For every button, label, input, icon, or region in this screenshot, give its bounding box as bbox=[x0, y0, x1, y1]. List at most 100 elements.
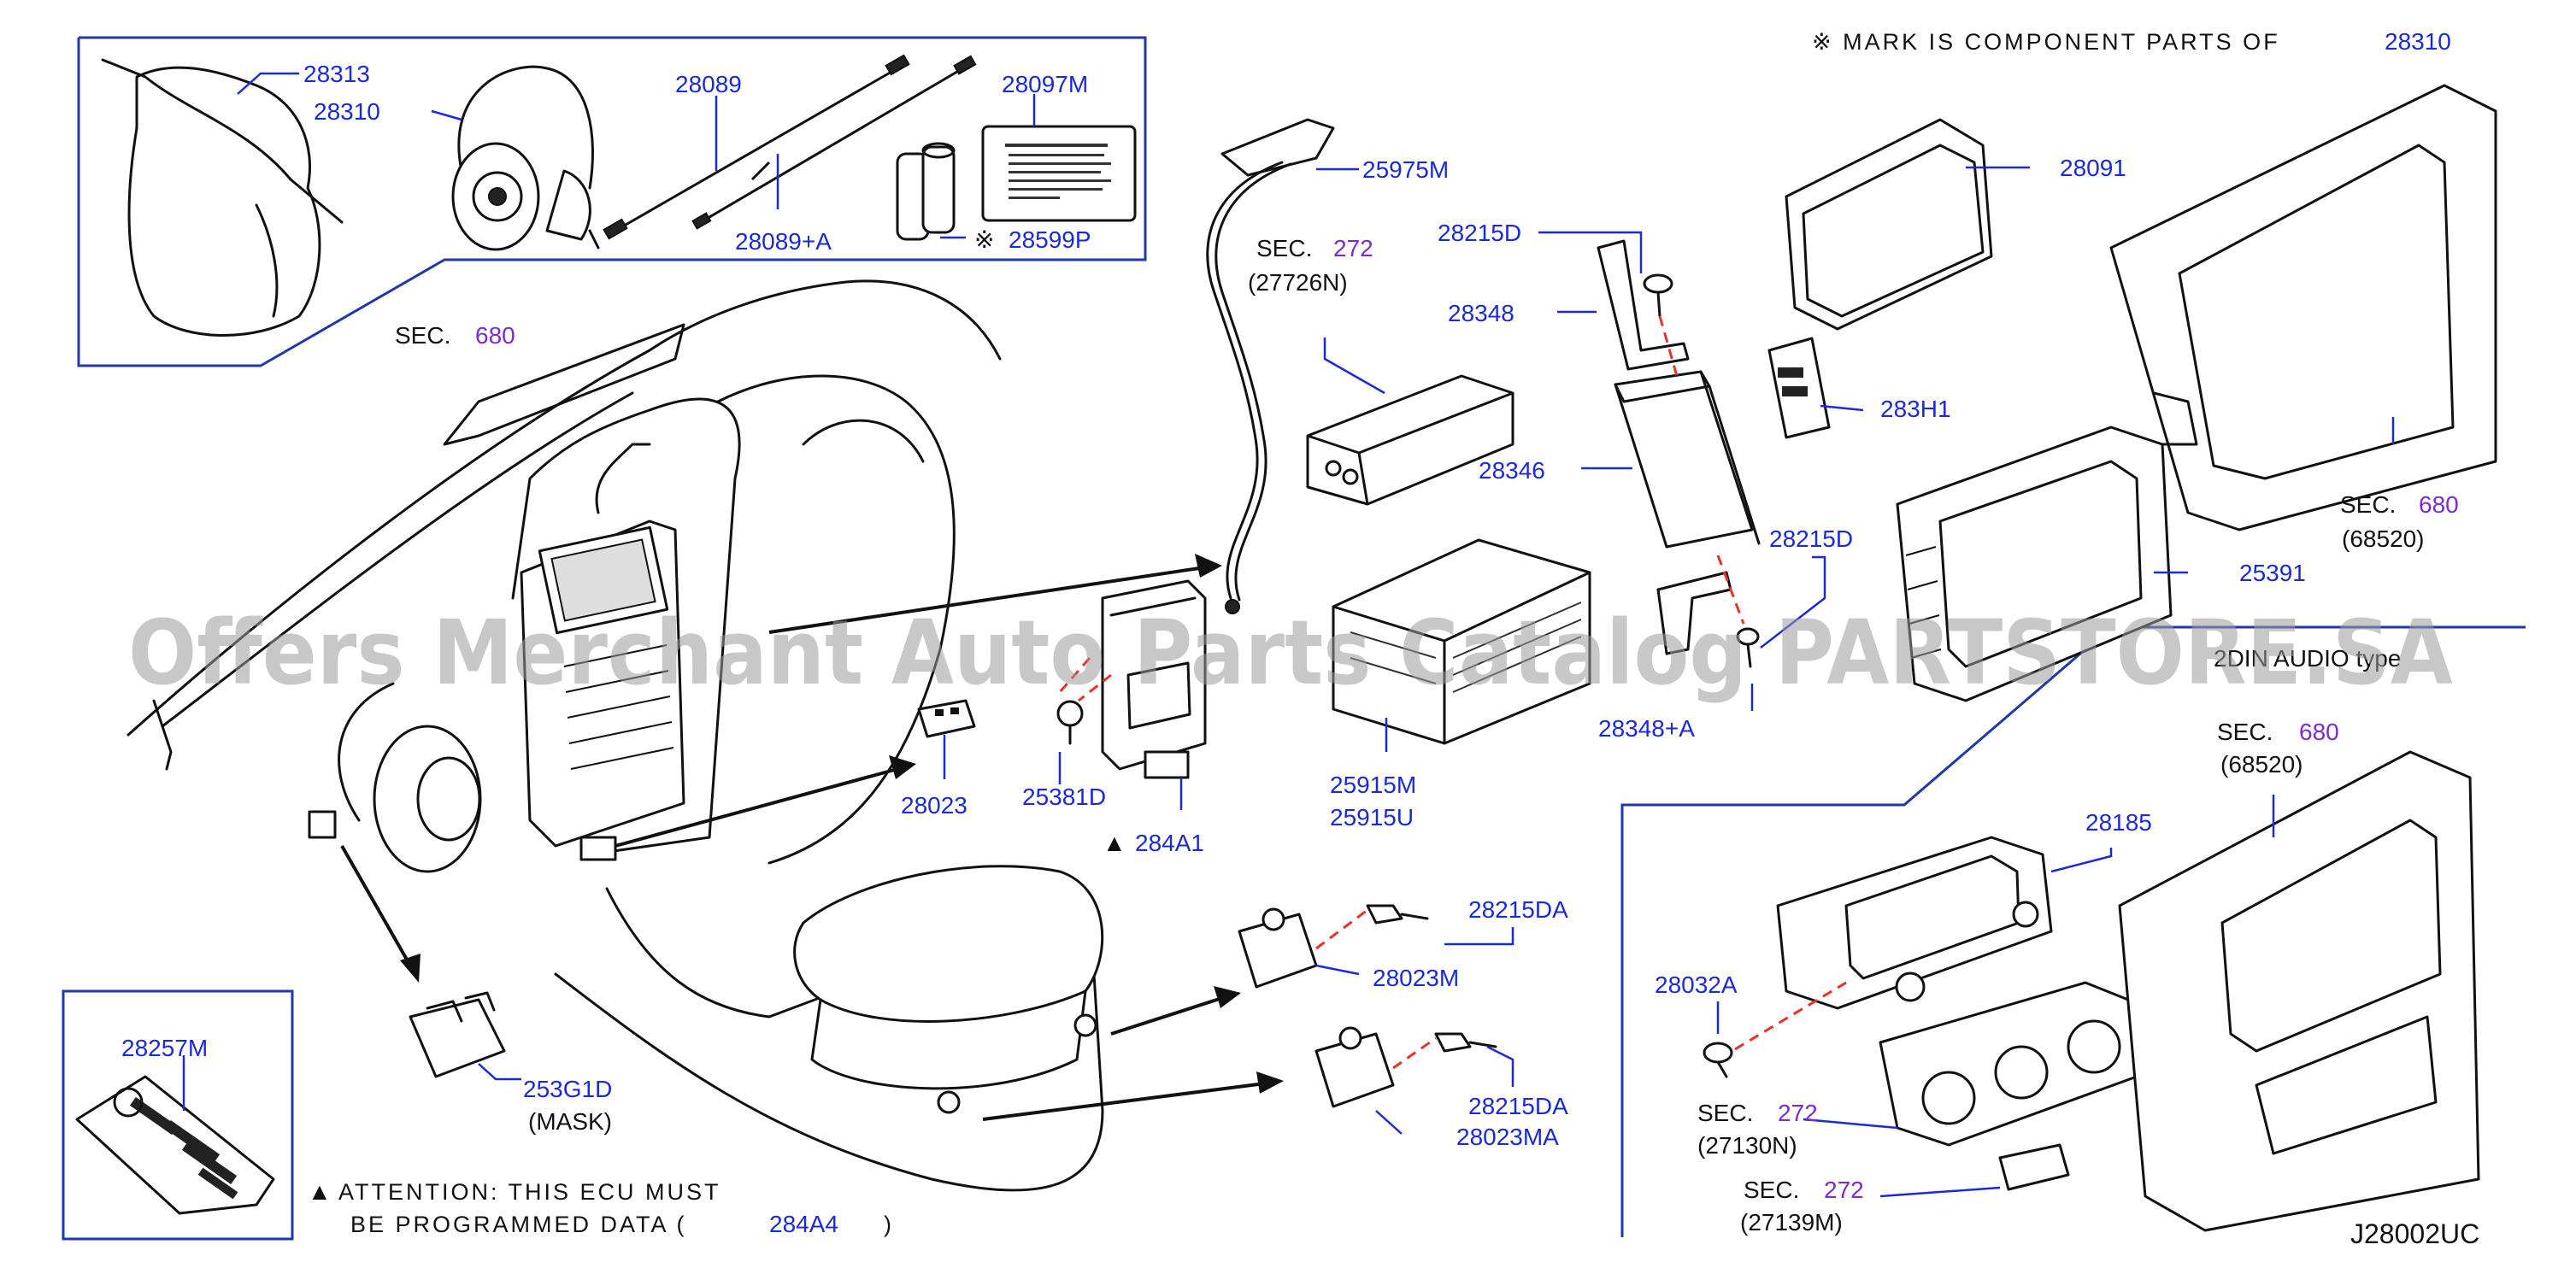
sec-subref: (68520) bbox=[2342, 525, 2425, 552]
part-label-28091[interactable]: 28091 bbox=[2060, 155, 2126, 181]
part-label-25915u[interactable]: 25915U bbox=[1330, 804, 1414, 831]
sec-subref: (68520) bbox=[2220, 751, 2303, 778]
attention-part[interactable]: 284A4 bbox=[769, 1211, 838, 1237]
diagram-code: J28002UC bbox=[2350, 1218, 2479, 1249]
2din-audio-frame bbox=[1620, 625, 2526, 1237]
screw-28215da-a-illustration bbox=[1366, 904, 1429, 925]
header-note-text: ※ MARK IS COMPONENT PARTS OF bbox=[1812, 29, 2280, 55]
screw-28032a-illustration bbox=[1703, 1042, 1733, 1078]
header-note-part: 28310 bbox=[2385, 28, 2451, 55]
display-28091-illustration bbox=[1785, 118, 1993, 331]
attention-symbol: ▲ bbox=[308, 1178, 332, 1205]
part-label-28023[interactable]: 28023 bbox=[901, 792, 967, 819]
part-label-25391[interactable]: 25391 bbox=[2239, 560, 2306, 586]
part-label-28257m[interactable]: 28257M bbox=[121, 1035, 208, 1061]
label-sticker-illustration bbox=[981, 125, 1137, 222]
pointer-arrows bbox=[340, 554, 1284, 1121]
remote-frame bbox=[62, 989, 294, 1241]
storage-bag-illustration bbox=[101, 58, 344, 337]
clip-illustration bbox=[308, 810, 337, 839]
attention-note: ▲ ATTENTION: THIS ECU MUST BE PROGRAMMED… bbox=[308, 1178, 894, 1237]
sec-ref-272-switch[interactable]: SEC. 272 (27139M) bbox=[1740, 1177, 1864, 1236]
screw-28215d-mid-illustration bbox=[1736, 627, 1760, 668]
sec-subref: (27726N) bbox=[1248, 269, 1348, 296]
screw-28215da-b-illustration bbox=[1434, 1032, 1497, 1053]
part-label-28348[interactable]: 28348 bbox=[1448, 300, 1514, 326]
battery-illustration bbox=[896, 142, 956, 241]
accessory-kit-frame bbox=[77, 36, 1147, 367]
sec-subref: (27130N) bbox=[1697, 1132, 1797, 1159]
sec-prefix: SEC. bbox=[2340, 491, 2396, 518]
part-label-28023ma[interactable]: 28023MA bbox=[1456, 1124, 1559, 1150]
headphones-illustration bbox=[451, 65, 600, 251]
bracket-28348-illustration bbox=[1597, 239, 1690, 371]
part-label-28215d-mid[interactable]: 28215D bbox=[1769, 525, 1853, 552]
part-label-28089a[interactable]: 28089+A bbox=[735, 228, 832, 255]
attention-line2: BE PROGRAMMED DATA ( bbox=[350, 1212, 687, 1237]
header-note: ※ MARK IS COMPONENT PARTS OF 28310 bbox=[1812, 28, 2451, 55]
part-label-25975m[interactable]: 25975M bbox=[1362, 156, 1449, 183]
sec-ref-272-climate[interactable]: SEC. 272 (27130N) bbox=[1697, 1100, 1818, 1159]
sec-subref: (27139M) bbox=[1740, 1209, 1843, 1236]
part-label-28089[interactable]: 28089 bbox=[675, 71, 742, 97]
audio-unit-deck-illustration bbox=[1332, 538, 1591, 745]
av-control-unit-illustration bbox=[1101, 579, 1207, 779]
mark-284a1: ▲ bbox=[1103, 830, 1126, 856]
part-label-25915m[interactable]: 25915M bbox=[1330, 772, 1416, 798]
part-label-28346[interactable]: 28346 bbox=[1479, 457, 1545, 484]
part-label-28215d-top[interactable]: 28215D bbox=[1438, 220, 1521, 246]
antenna-amp-28023m-illustration bbox=[1238, 907, 1318, 989]
part-label-253g1d[interactable]: 253G1D bbox=[523, 1076, 612, 1102]
assembly-dash-lines bbox=[1058, 315, 1847, 1070]
module-283h1-illustration bbox=[1767, 337, 1831, 439]
mask-253g1d-illustration bbox=[409, 991, 506, 1078]
part-label-28023m[interactable]: 28023M bbox=[1373, 965, 1459, 991]
cable-illustration bbox=[603, 54, 977, 240]
attention-close: ) bbox=[884, 1212, 894, 1237]
tuner-box-illustration bbox=[1614, 370, 1761, 549]
camera-control-unit-illustration bbox=[1306, 374, 1514, 506]
part-label-28097m[interactable]: 28097M bbox=[1002, 71, 1088, 97]
screw-28215d-top-illustration bbox=[1643, 273, 1673, 318]
head-unit-25391-illustration bbox=[1896, 426, 2173, 702]
antenna-amp-28023ma-illustration bbox=[1314, 1026, 1395, 1108]
bezel-68520-top-illustration bbox=[2109, 84, 2497, 531]
bezel-68520-bottom-illustration bbox=[2118, 750, 2480, 1232]
dashboard-illustration bbox=[126, 279, 1104, 1192]
part-label-28032a[interactable]: 28032A bbox=[1655, 972, 1738, 998]
part-label-283h1[interactable]: 283H1 bbox=[1880, 396, 1951, 422]
door-grommet-illustration bbox=[937, 1013, 1097, 1114]
part-label-25381d[interactable]: 25381D bbox=[1022, 784, 1106, 810]
part-label-28215da-a[interactable]: 28215DA bbox=[1468, 896, 1568, 923]
sec-ref-680-dash[interactable]: SEC. 680 bbox=[395, 322, 515, 349]
sec-number: 680 bbox=[2299, 719, 2339, 745]
part-label-284a1[interactable]: 284A1 bbox=[1135, 830, 1204, 856]
sec-ref-680-bezel-b[interactable]: SEC. 680 (68520) bbox=[2217, 719, 2339, 778]
sec-ref-680-bezel-a[interactable]: SEC. 680 (68520) bbox=[2340, 491, 2459, 552]
leader-lines bbox=[182, 72, 2395, 1198]
sec-prefix: SEC. bbox=[1256, 235, 1312, 261]
sec-number: 680 bbox=[2419, 491, 2459, 518]
part-label-28310[interactable]: 28310 bbox=[314, 98, 380, 125]
sec-number: 272 bbox=[1333, 235, 1373, 261]
sec-number: 680 bbox=[475, 322, 515, 349]
part-label-28313[interactable]: 28313 bbox=[303, 61, 370, 87]
screw-25381d-illustration bbox=[1056, 700, 1084, 745]
part-label-28215da-b[interactable]: 28215DA bbox=[1468, 1093, 1568, 1119]
sec-ref-272-cam[interactable]: SEC. 272 (27726N) bbox=[1248, 235, 1373, 296]
audio-unit-28185-illustration bbox=[1776, 836, 2053, 1010]
part-sub-253g1d: (MASK) bbox=[528, 1108, 612, 1135]
mark-28599p: ※ bbox=[974, 226, 994, 253]
part-label-28348a[interactable]: 28348+A bbox=[1598, 715, 1695, 742]
sec-prefix: SEC. bbox=[1697, 1100, 1753, 1126]
sec-number: 272 bbox=[1824, 1177, 1864, 1203]
bracket-28348a-illustration bbox=[1656, 571, 1732, 655]
part-label-28185[interactable]: 28185 bbox=[2085, 809, 2152, 836]
camera-harness-illustration bbox=[1206, 118, 1335, 614]
part-label-28599p[interactable]: 28599P bbox=[1009, 226, 1091, 253]
climate-control-illustration bbox=[1879, 981, 2138, 1147]
switch-27139m-illustration bbox=[1998, 1143, 2070, 1191]
watermark-text: Offers Merchant Auto Parts Catalog PARTS… bbox=[128, 601, 2453, 705]
sec-prefix: SEC. bbox=[2217, 719, 2273, 745]
